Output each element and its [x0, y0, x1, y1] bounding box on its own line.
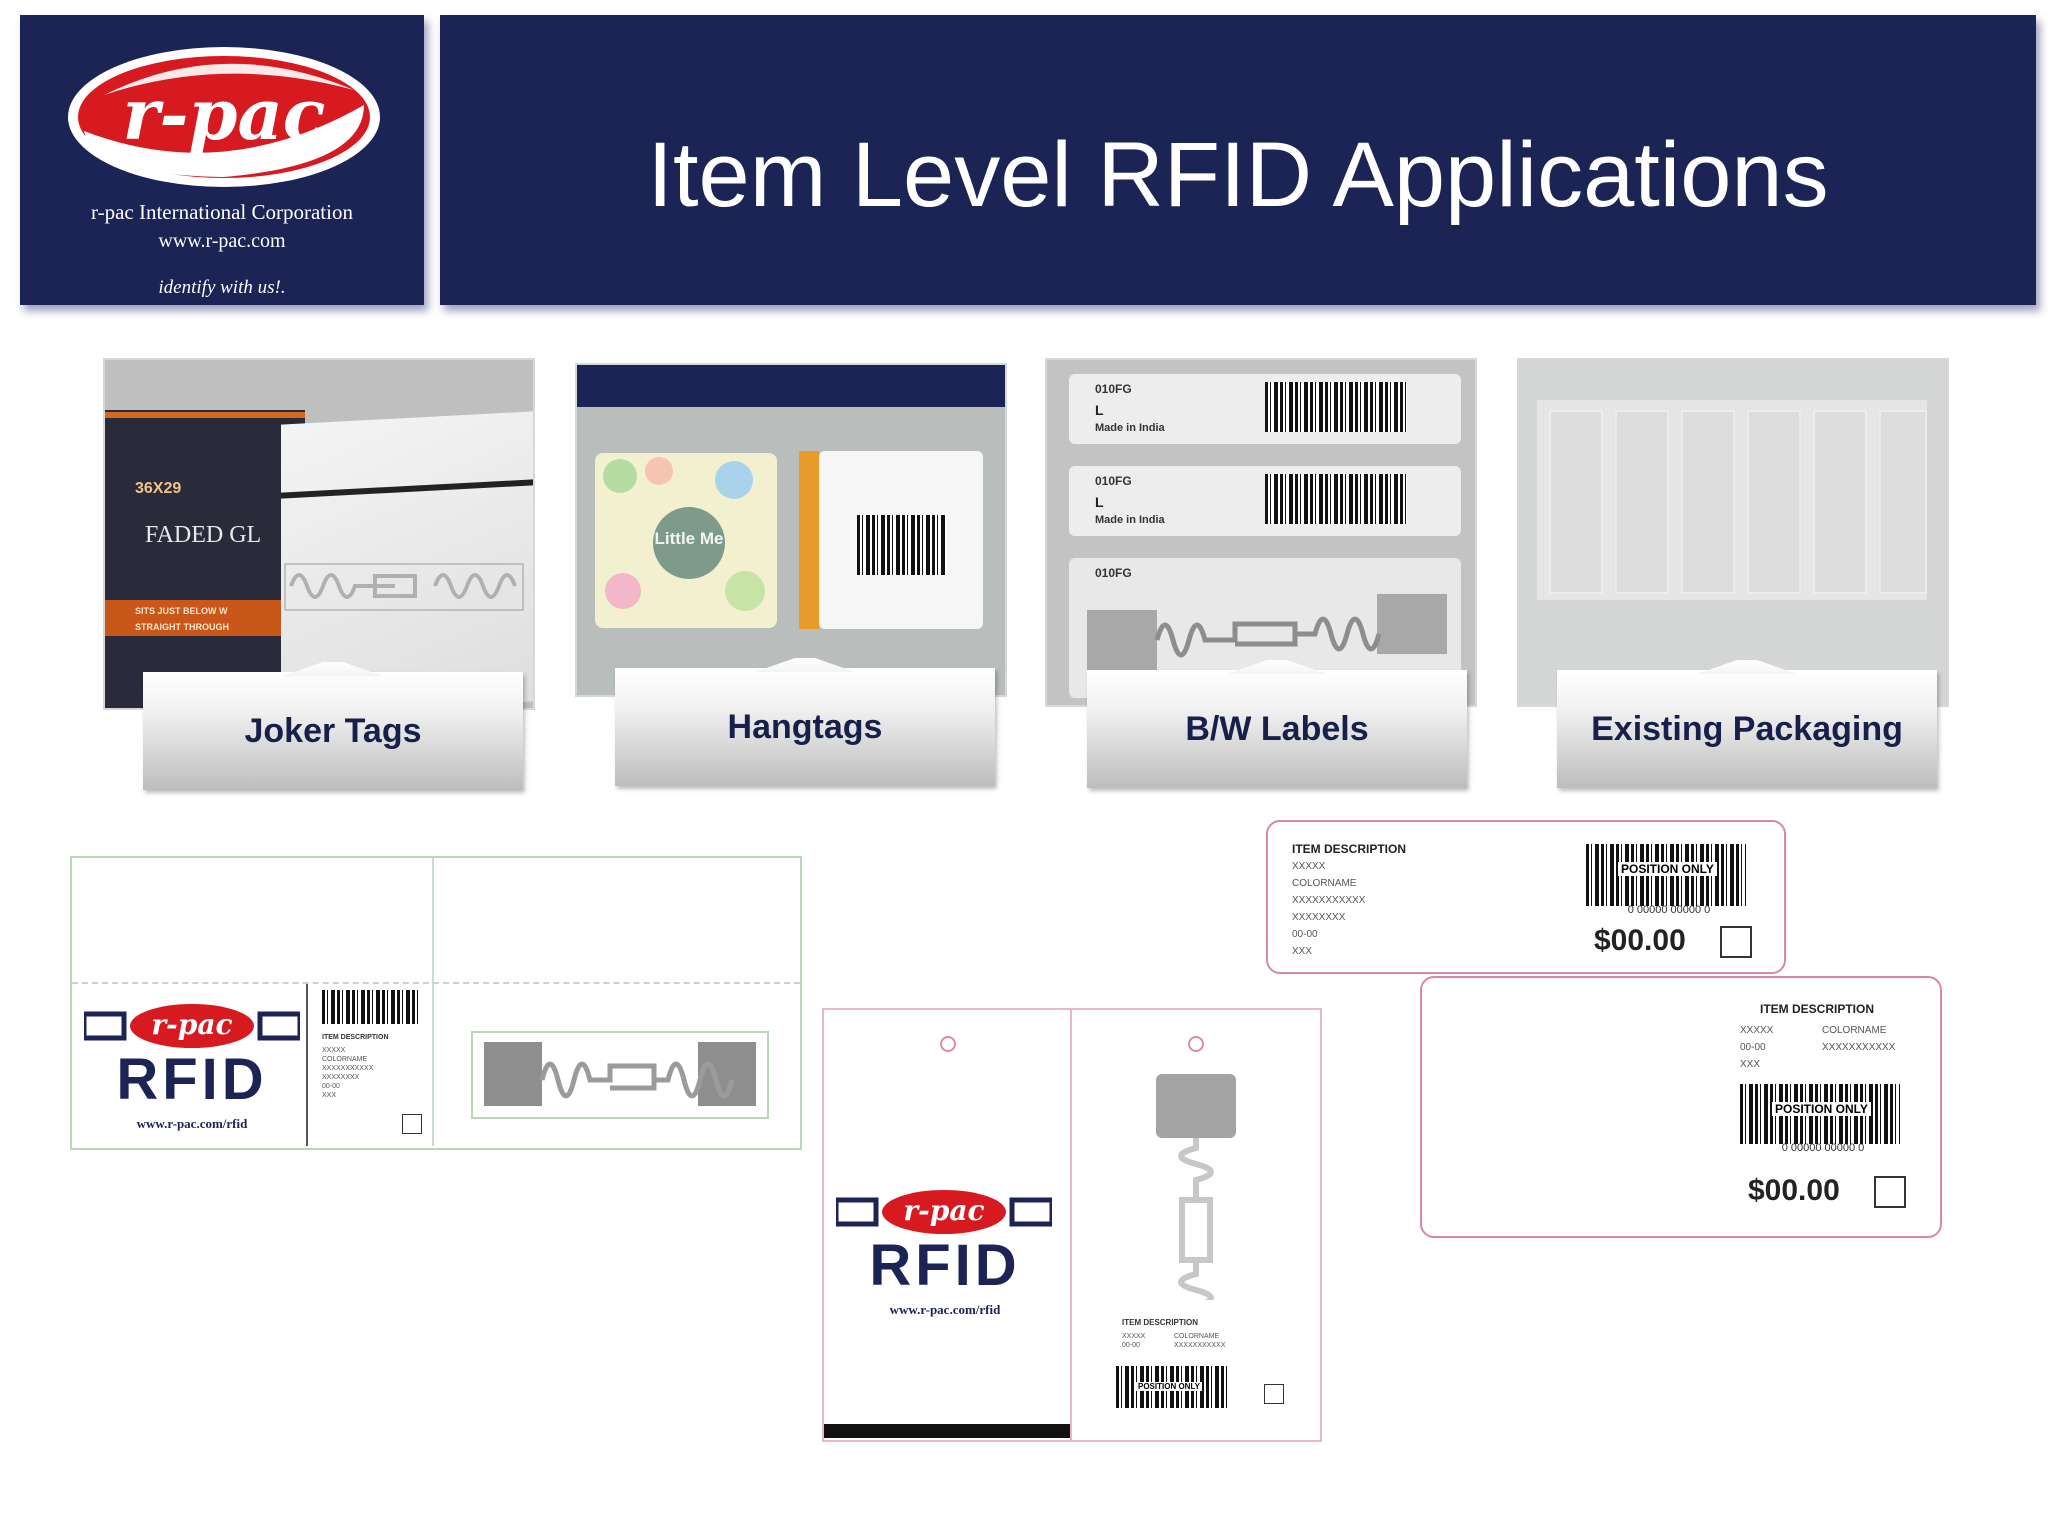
rfid-inlay-icon — [471, 1031, 769, 1119]
rpac-logo-icon — [68, 47, 380, 187]
caption-existing-packaging: Existing Packaging — [1557, 670, 1937, 788]
barcode-icon — [857, 515, 947, 575]
rfid-logo-wordmark: r-pac — [151, 1008, 233, 1041]
caption-joker-tags: Joker Tags — [143, 672, 523, 790]
barcode-icon — [1265, 474, 1407, 524]
caption-hangtags: Hangtags — [615, 668, 995, 786]
barcode-icon — [322, 990, 418, 1024]
rfid-logo-wordmark: r-pac — [903, 1194, 985, 1227]
rfid-inlay-icon — [1156, 1074, 1236, 1300]
title-banner: Item Level RFID Applications — [440, 15, 2036, 305]
rfid-inlay-icon — [1087, 594, 1447, 670]
little-me-badge: Little Me — [654, 529, 724, 548]
rfid-inlay-icon — [284, 563, 524, 611]
rfid-wordmark: RFID — [869, 1233, 1021, 1298]
photo-joker-tags: 36X29 FADED GL SITS JUST BELOW W STRAIGH… — [103, 358, 535, 710]
photo-existing-packaging — [1517, 358, 1949, 707]
rfid-label-layout: r-pac RFID www.r-pac.com/rfid ITEM DESCR… — [70, 856, 802, 1150]
photo-hangtags: Little Me — [575, 363, 1007, 697]
price-value: $00.00 — [1748, 1174, 1840, 1207]
caption-bw-labels: B/W Labels — [1087, 670, 1467, 788]
company-name: r-pac International Corporation — [91, 200, 353, 224]
rfid-wordmark: RFID — [116, 1047, 268, 1112]
recycle-mark-icon — [1264, 1384, 1284, 1404]
rfid-hangtag-layout: r-pac RFID www.r-pac.com/rfid ITEM DESCR… — [822, 1008, 1322, 1442]
company-website: www.r-pac.com — [158, 230, 286, 252]
punch-hole-icon — [940, 1036, 956, 1052]
company-logo-panel: r-pac r-pac International Corporation ww… — [20, 15, 424, 305]
rfid-url: www.r-pac.com/rfid — [889, 1302, 1001, 1317]
rfid-logo-icon — [84, 1004, 300, 1048]
photo-bw-labels: 010FG L Made in India 010FG L Made in In… — [1045, 358, 1477, 707]
page-title: Item Level RFID Applications — [647, 124, 1829, 226]
barcode-icon — [1265, 382, 1407, 432]
recycle-mark-icon — [1720, 926, 1752, 958]
recycle-mark-icon — [1874, 1176, 1906, 1208]
company-tagline: identify with us!. — [158, 277, 286, 298]
price-value: $00.00 — [1594, 924, 1686, 957]
rfid-logo-icon — [836, 1190, 1052, 1234]
logo-wordmark: r-pac — [122, 73, 326, 156]
rfid-url: www.r-pac.com/rfid — [136, 1116, 248, 1131]
recycle-mark-icon — [402, 1114, 422, 1134]
punch-hole-icon — [1188, 1036, 1204, 1052]
